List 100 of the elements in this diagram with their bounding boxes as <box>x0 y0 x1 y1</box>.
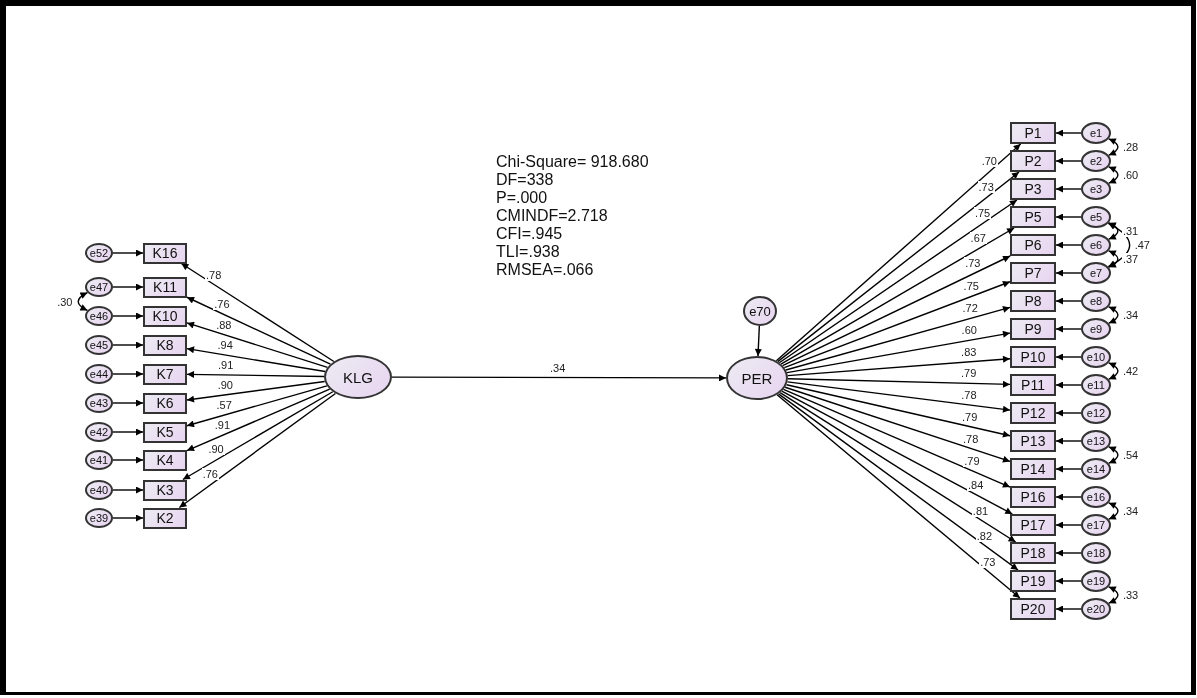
covariance-arrow <box>1108 502 1119 520</box>
path-arrow <box>112 249 144 257</box>
path-arrow <box>1055 409 1082 417</box>
observed-variable-box: P9 <box>1010 318 1056 340</box>
error-term-circle: e46 <box>85 306 113 326</box>
edge-label: .79 <box>961 410 979 423</box>
path-arrow <box>112 283 144 291</box>
path-arrow <box>782 388 1011 488</box>
fit-statistic: Chi-Square= 918.680 <box>496 153 649 171</box>
path-arrow <box>1055 381 1082 389</box>
path-arrow <box>1055 157 1082 165</box>
edge-label: .78 <box>205 269 223 282</box>
edge-label: .60 <box>960 324 978 337</box>
edge-label: .57 <box>215 398 233 411</box>
path-arrow <box>1055 269 1082 277</box>
observed-variable-box: P11 <box>1010 374 1056 396</box>
observed-variable-box: P6 <box>1010 234 1056 256</box>
path-arrow <box>1055 493 1082 501</box>
edge-label: .81 <box>971 504 990 517</box>
path-arrow <box>1055 605 1082 613</box>
observed-variable-box: P5 <box>1010 206 1056 228</box>
error-term-circle: e52 <box>85 243 113 263</box>
path-arrow <box>1055 465 1082 473</box>
path-arrow <box>182 391 334 481</box>
path-arrow <box>1055 297 1082 305</box>
path-arrow <box>780 227 1015 365</box>
fit-statistic: DF=338 <box>496 171 554 189</box>
latent-variable-ellipse: KLG <box>324 355 392 399</box>
path-arrow <box>186 296 332 365</box>
path-arrow <box>787 355 1011 377</box>
observed-variable-box: P2 <box>1010 150 1056 172</box>
path-arrow <box>1055 241 1082 249</box>
covariance-arrow <box>1108 362 1119 380</box>
path-arrow <box>781 390 1014 515</box>
error-term-circle: e14 <box>1081 458 1111 480</box>
path-arrow <box>786 330 1011 374</box>
error-term-circle: e5 <box>1081 206 1111 228</box>
error-term-circle: e43 <box>85 393 113 413</box>
edge-label: .33 <box>1121 589 1140 601</box>
edge-label: .54 <box>1121 449 1140 461</box>
covariance-arrow <box>77 291 89 312</box>
error-term-circle: e42 <box>85 422 113 442</box>
path-arrow <box>112 456 144 464</box>
path-arrow <box>785 305 1011 371</box>
edge-label: .91 <box>217 358 235 371</box>
path-arrow <box>777 393 1019 571</box>
path-arrow <box>112 486 144 494</box>
path-arrow <box>112 428 144 436</box>
edge-label: .47 <box>1133 239 1151 251</box>
observed-variable-box: K11 <box>143 276 187 298</box>
edge-label: .76 <box>213 298 231 311</box>
edge-label: .90 <box>207 443 225 456</box>
path-arrow <box>186 385 328 428</box>
error-term-circle: e8 <box>1081 290 1111 312</box>
observed-variable-box: P16 <box>1010 486 1056 508</box>
edge-label: .75 <box>962 279 980 292</box>
covariance-arrow <box>1108 222 1119 240</box>
edge-label: .94 <box>216 339 234 352</box>
observed-variable-box: K16 <box>143 242 187 264</box>
error-term-circle: e39 <box>85 508 113 528</box>
observed-variable-box: K8 <box>143 334 187 356</box>
path-arrow <box>1055 577 1082 585</box>
error-term-circle: e44 <box>85 364 113 384</box>
path-arrow <box>1055 437 1082 445</box>
edge-label: .79 <box>963 455 981 468</box>
edge-label: .88 <box>215 319 233 331</box>
path-arrow <box>1055 521 1082 529</box>
edge-label: .73 <box>977 180 995 193</box>
observed-variable-box: K10 <box>143 305 187 327</box>
fit-statistic: P=.000 <box>496 189 548 207</box>
observed-variable-box: P13 <box>1010 430 1056 452</box>
path-arrow <box>180 262 335 363</box>
path-arrow <box>186 388 331 452</box>
covariance-arrow <box>1107 222 1131 268</box>
observed-variable-box: P7 <box>1010 262 1056 284</box>
covariance-arrow <box>1108 166 1119 184</box>
edge-label: .60 <box>1121 169 1140 181</box>
edge-label: .34 <box>549 361 567 374</box>
edge-label: .67 <box>969 232 987 245</box>
path-arrow <box>1055 129 1082 137</box>
covariance-arrow <box>1108 138 1119 156</box>
path-arrow <box>112 312 144 320</box>
observed-variable-box: K4 <box>143 449 187 471</box>
edge-label: .30 <box>56 295 74 308</box>
path-arrow <box>1055 549 1082 557</box>
observed-variable-box: K2 <box>143 507 187 529</box>
observed-variable-box: K5 <box>143 421 187 443</box>
observed-variable-box: P17 <box>1010 514 1056 536</box>
error-term-circle: e17 <box>1081 514 1111 536</box>
observed-variable-box: P14 <box>1010 458 1056 480</box>
edge-label: .34 <box>1121 505 1140 517</box>
error-term-circle: e41 <box>85 450 113 470</box>
path-arrow <box>112 341 144 349</box>
path-arrow <box>112 514 144 522</box>
observed-variable-box: P12 <box>1010 402 1056 424</box>
edge-label: .37 <box>1121 253 1140 265</box>
path-arrow <box>778 199 1018 364</box>
covariance-arrow <box>1108 586 1119 604</box>
observed-variable-box: K3 <box>143 479 187 501</box>
edge-label: .42 <box>1121 365 1140 377</box>
